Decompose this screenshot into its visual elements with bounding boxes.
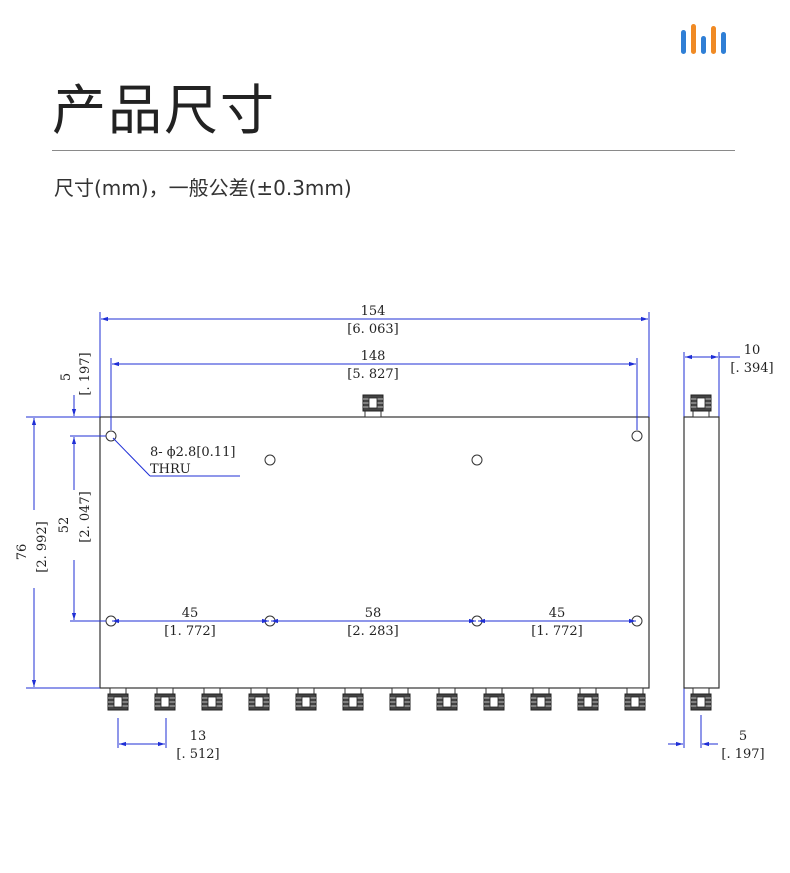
logo-bar xyxy=(721,32,726,54)
side-output-connector-icon xyxy=(690,687,712,711)
top-offset-mm: 5 xyxy=(59,373,74,381)
output-connector-icon xyxy=(389,687,411,711)
hole-note-leader xyxy=(112,437,151,477)
mounting-hole xyxy=(264,454,276,466)
logo-bar xyxy=(701,36,706,54)
hole-vertical-mm: 52 xyxy=(57,517,72,534)
bottom-spacing-left-mm: 45 xyxy=(182,606,199,621)
bottom-spacing-left-inch: [1. 772] xyxy=(164,624,216,639)
bottom-spacing-middle-inch: [2. 283] xyxy=(347,624,399,639)
output-connector-icon xyxy=(436,687,458,711)
hole-note-thru: THRU xyxy=(150,462,191,477)
input-connector-icon xyxy=(362,394,384,418)
overall-length-mm: 154 xyxy=(361,304,386,319)
output-connector-icon xyxy=(342,687,364,711)
hole-note-size: 8- ϕ2.8[0.11] xyxy=(150,445,235,460)
top-offset-inch: [. 197] xyxy=(78,352,93,395)
output-connectors xyxy=(107,687,646,711)
output-connector-icon xyxy=(154,687,176,711)
output-connector-icon xyxy=(107,687,129,711)
hole-span-inch: [5. 827] xyxy=(347,367,399,382)
output-connector-icon xyxy=(248,687,270,711)
mounting-hole xyxy=(471,454,483,466)
hole-vertical-inch: [2. 047] xyxy=(78,491,93,543)
connector-pitch-inch: [. 512] xyxy=(176,747,219,762)
hole-span-mm: 148 xyxy=(361,349,386,364)
output-connector-icon xyxy=(577,687,599,711)
thickness-mm: 10 xyxy=(744,343,761,358)
logo-bar xyxy=(711,26,716,54)
splitter-body-side xyxy=(683,416,720,689)
output-connector-icon xyxy=(201,687,223,711)
side-input-connector-icon xyxy=(690,394,712,418)
tolerance-note: 尺寸(mm)，一般公差(±0.3mm) xyxy=(54,176,352,200)
bottom-spacing-right-mm: 45 xyxy=(549,606,566,621)
logo-bar xyxy=(681,30,686,54)
height-mm: 76 xyxy=(15,544,30,561)
height-inch: [2. 992] xyxy=(35,521,50,573)
title-divider xyxy=(52,150,735,151)
connector-pitch-mm: 13 xyxy=(190,729,207,744)
thickness-inch: [. 394] xyxy=(730,361,773,376)
bottom-spacing-right-inch: [1. 772] xyxy=(531,624,583,639)
side-offset-inch: [. 197] xyxy=(721,747,764,762)
mounting-hole xyxy=(631,430,643,442)
output-connector-icon xyxy=(483,687,505,711)
logo-bar xyxy=(691,24,696,54)
output-connector-icon xyxy=(295,687,317,711)
output-connector-icon xyxy=(624,687,646,711)
splitter-body-front xyxy=(99,416,650,689)
side-offset-mm: 5 xyxy=(739,729,747,744)
bottom-spacing-middle-mm: 58 xyxy=(365,606,382,621)
output-connector-icon xyxy=(530,687,552,711)
overall-length-inch: [6. 063] xyxy=(347,322,399,337)
brand-logo-icon xyxy=(681,24,733,54)
page-title: 产品尺寸 xyxy=(52,79,276,142)
